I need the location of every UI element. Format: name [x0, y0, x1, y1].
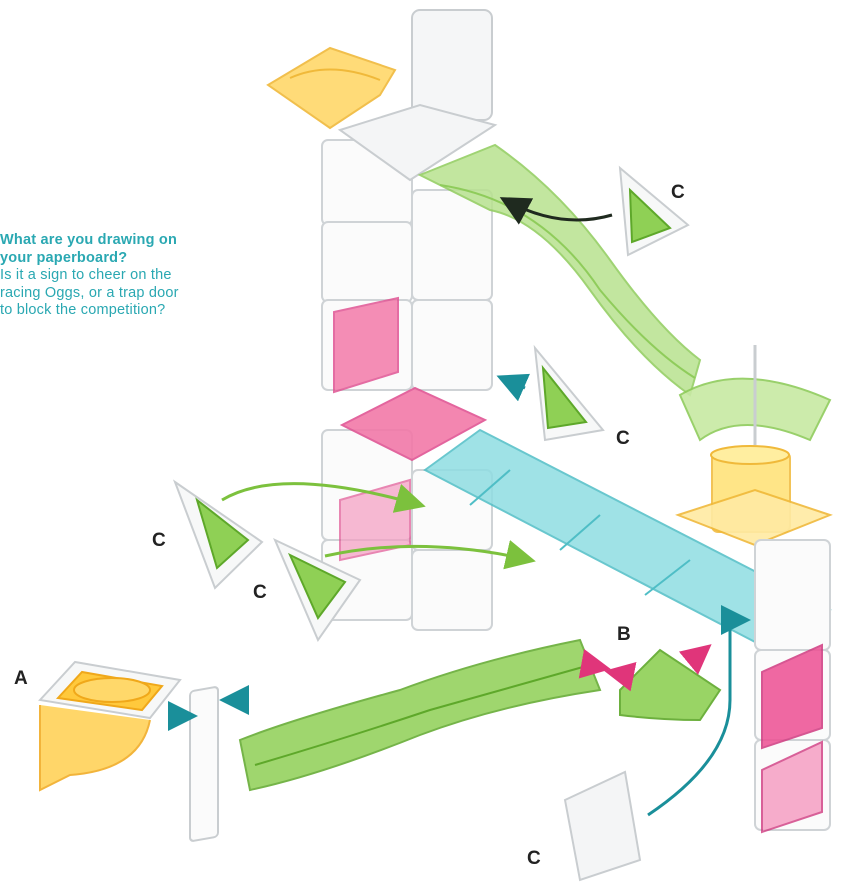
triangle-piece-mid	[535, 348, 603, 440]
caption-question-line1: What are you drawing on	[0, 232, 250, 250]
paperboard-piece	[565, 772, 640, 880]
tower-frame-9	[412, 550, 492, 630]
caption-question-line2: your paperboard?	[0, 250, 250, 268]
part-b-curve-piece	[620, 650, 720, 720]
arrow-teal-mid	[502, 378, 525, 388]
part-a-yellow-piece	[40, 662, 180, 790]
green-funnel	[680, 345, 830, 445]
green-short-ramp	[240, 640, 600, 790]
tower-frame-6	[412, 190, 492, 300]
label-b: B	[617, 624, 631, 646]
label-c-top: C	[671, 182, 685, 204]
label-c-bottom: C	[527, 848, 541, 870]
part-a-frame	[190, 687, 218, 842]
label-c-lower: C	[253, 582, 267, 604]
triangle-piece-left	[175, 482, 262, 588]
caption-text: What are you drawing on your paperboard?…	[0, 232, 250, 320]
arrow-pink-right	[690, 648, 707, 662]
caption-body-line2: racing Oggs, or a trap door	[0, 285, 250, 303]
top-paperboard	[412, 10, 492, 120]
caption-body-line1: Is it a sign to cheer on the	[0, 267, 250, 285]
right-frame-1	[755, 540, 830, 650]
tower-frame-2	[322, 222, 412, 302]
arrow-pink-mid	[610, 672, 630, 676]
caption-body-line3: to block the competition?	[0, 302, 250, 320]
tower-frame-7	[412, 300, 492, 390]
yellow-tube	[678, 446, 830, 545]
yellow-top-ramp	[268, 48, 395, 128]
label-a: A	[14, 668, 28, 690]
label-c-mid: C	[616, 428, 630, 450]
label-c-left: C	[152, 530, 166, 552]
